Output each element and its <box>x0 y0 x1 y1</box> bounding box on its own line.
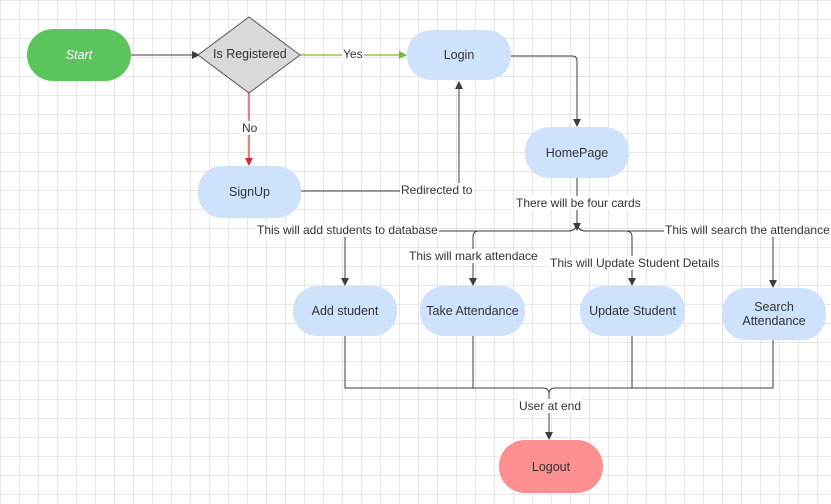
take-attendance-node: Take Attendance <box>420 286 525 336</box>
add-student-label: Add student <box>311 304 379 318</box>
user-at-end-label: User at end <box>518 399 583 413</box>
homepage-node: HomePage <box>525 127 629 178</box>
yes-label: Yes <box>342 47 364 61</box>
logout-node: Logout <box>499 440 603 493</box>
edge-add-student-to-merge <box>344 336 550 395</box>
edge-login-to-homepage <box>511 55 581 127</box>
edge-search-attendance-to-merge <box>632 340 774 389</box>
decision-diamond <box>197 16 301 94</box>
login-label: Login <box>443 48 475 62</box>
edge-redirected <box>301 81 463 192</box>
signup-node: SignUp <box>198 166 301 218</box>
start-label: Start <box>65 48 93 62</box>
start-node: Start <box>27 29 131 81</box>
no-label: No <box>241 121 259 135</box>
edge-hub-to-take-attendance <box>469 221 578 286</box>
search-attendance-node: Search Attendance <box>722 288 826 340</box>
redirected-to-label: Redirected to <box>400 183 474 197</box>
update-details-label: This will Update Student Details <box>549 256 721 270</box>
take-attendance-label: Take Attendance <box>426 304 519 318</box>
update-student-label: Update Student <box>589 304 676 318</box>
mark-attendance-label: This will mark attendace <box>408 249 539 263</box>
is-registered-label: Is Registered <box>213 47 287 61</box>
homepage-label: HomePage <box>545 145 609 160</box>
search-attendance-label: Search Attendance <box>742 300 806 328</box>
add-student-node: Add student <box>293 286 397 336</box>
add-to-database-label: This will add students to database <box>256 223 439 237</box>
logout-label: Logout <box>531 459 571 474</box>
search-attendance-edge-label: This will search the attendance <box>664 223 831 237</box>
edge-update-student-to-merge <box>548 336 633 395</box>
four-cards-label: There will be four cards <box>515 196 642 210</box>
update-student-node: Update Student <box>580 286 685 336</box>
login-node: Login <box>407 30 511 80</box>
signup-label: SignUp <box>229 185 270 199</box>
edge-take-attendance-to-merge <box>472 336 543 389</box>
